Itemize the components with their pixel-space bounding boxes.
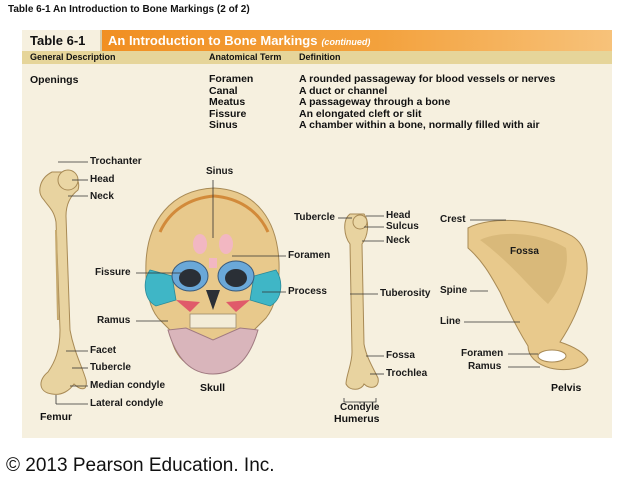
humerus-label-tuberosity: Tuberosity <box>380 288 431 299</box>
definition-cell: A duct or channel <box>299 84 388 97</box>
term-cell: Meatus <box>209 96 246 108</box>
pelvis-label-crest: Crest <box>440 214 466 225</box>
femur-name: Femur <box>40 411 73 423</box>
definition-cell: A rounded passageway for blood vessels o… <box>299 73 556 85</box>
pelvis-label-fossa: Fossa <box>510 246 539 257</box>
bone-markings-table: Table 6-1 An Introduction to Bone Markin… <box>22 30 612 438</box>
femur-label-head: Head <box>90 174 115 185</box>
humerus-label-neck: Neck <box>386 235 410 246</box>
femur-label-tubercle: Tubercle <box>90 362 131 373</box>
table-title: An Introduction to Bone Markings(continu… <box>108 30 370 53</box>
pelvis-label-ramus: Ramus <box>468 361 502 372</box>
skull-label-fissure: Fissure <box>95 267 131 278</box>
humerus-label-condyle: Condyle <box>340 402 380 413</box>
humerus-name: Humerus <box>334 413 380 425</box>
term-column: Foramen Canal Meatus Fissure Sinus <box>209 73 254 132</box>
category-openings: Openings <box>30 74 79 86</box>
table-number: Table 6-1 <box>22 30 102 51</box>
pelvis-label-spine: Spine <box>440 285 468 296</box>
skull-label-sinus: Sinus <box>206 166 234 177</box>
pelvis-label-foramen: Foramen <box>461 348 504 359</box>
table-title-text: An Introduction to Bone Markings <box>108 33 318 48</box>
term-cell: Sinus <box>209 119 238 131</box>
pelvis-illustration <box>467 220 589 371</box>
skull-illustration <box>144 187 282 375</box>
skull-name: Skull <box>200 382 226 394</box>
copyright-notice: © 2013 Pearson Education. Inc. <box>6 455 275 476</box>
pelvis-leader-lines <box>464 219 540 368</box>
header-term: Anatomical Term <box>209 52 282 62</box>
femur-illustration <box>39 169 87 395</box>
humerus-label-fossa: Fossa <box>386 350 415 361</box>
slide-caption: Table 6-1 An Introduction to Bone Markin… <box>8 4 250 15</box>
femur-label-lateral-condyle: Lateral condyle <box>90 398 164 409</box>
term-cell: Foramen <box>209 73 254 85</box>
skull-label-foramen: Foramen <box>288 250 331 261</box>
femur-label-trochanter: Trochanter <box>90 156 142 167</box>
humerus-label-trochlea: Trochlea <box>386 368 428 379</box>
humerus-leader-lines <box>338 215 384 404</box>
table-title-bar: Table 6-1 An Introduction to Bone Markin… <box>22 30 612 51</box>
pelvis-label-line: Line <box>440 316 461 327</box>
femur-label-median-condyle: Median condyle <box>90 380 166 391</box>
term-cell: Canal <box>209 84 238 97</box>
table-header-row: General Description Anatomical Term Defi… <box>22 51 612 64</box>
definition-cell: A passageway through a bone <box>299 96 451 108</box>
skull-leader-lines <box>136 180 286 322</box>
definition-cell: An elongated cleft or slit <box>299 107 422 120</box>
pelvis-name: Pelvis <box>551 382 582 394</box>
femur-label-neck: Neck <box>90 191 114 202</box>
table-continued: (continued) <box>321 37 371 47</box>
femur-label-facet: Facet <box>90 345 117 356</box>
humerus-label-tubercle: Tubercle <box>294 212 335 223</box>
humerus-illustration <box>344 213 379 390</box>
femur-leader-lines <box>55 161 88 405</box>
humerus-label-head: Head <box>386 210 411 221</box>
header-definition: Definition <box>299 52 341 62</box>
skull-label-process: Process <box>288 286 327 297</box>
term-cell: Fissure <box>209 107 247 120</box>
humerus-label-sulcus: Sulcus <box>386 221 419 232</box>
definition-cell: A chamber within a bone, normally filled… <box>299 119 540 131</box>
skull-label-ramus: Ramus <box>97 315 131 326</box>
definition-column: A rounded passageway for blood vessels o… <box>299 73 556 132</box>
header-general: General Description <box>30 52 116 62</box>
